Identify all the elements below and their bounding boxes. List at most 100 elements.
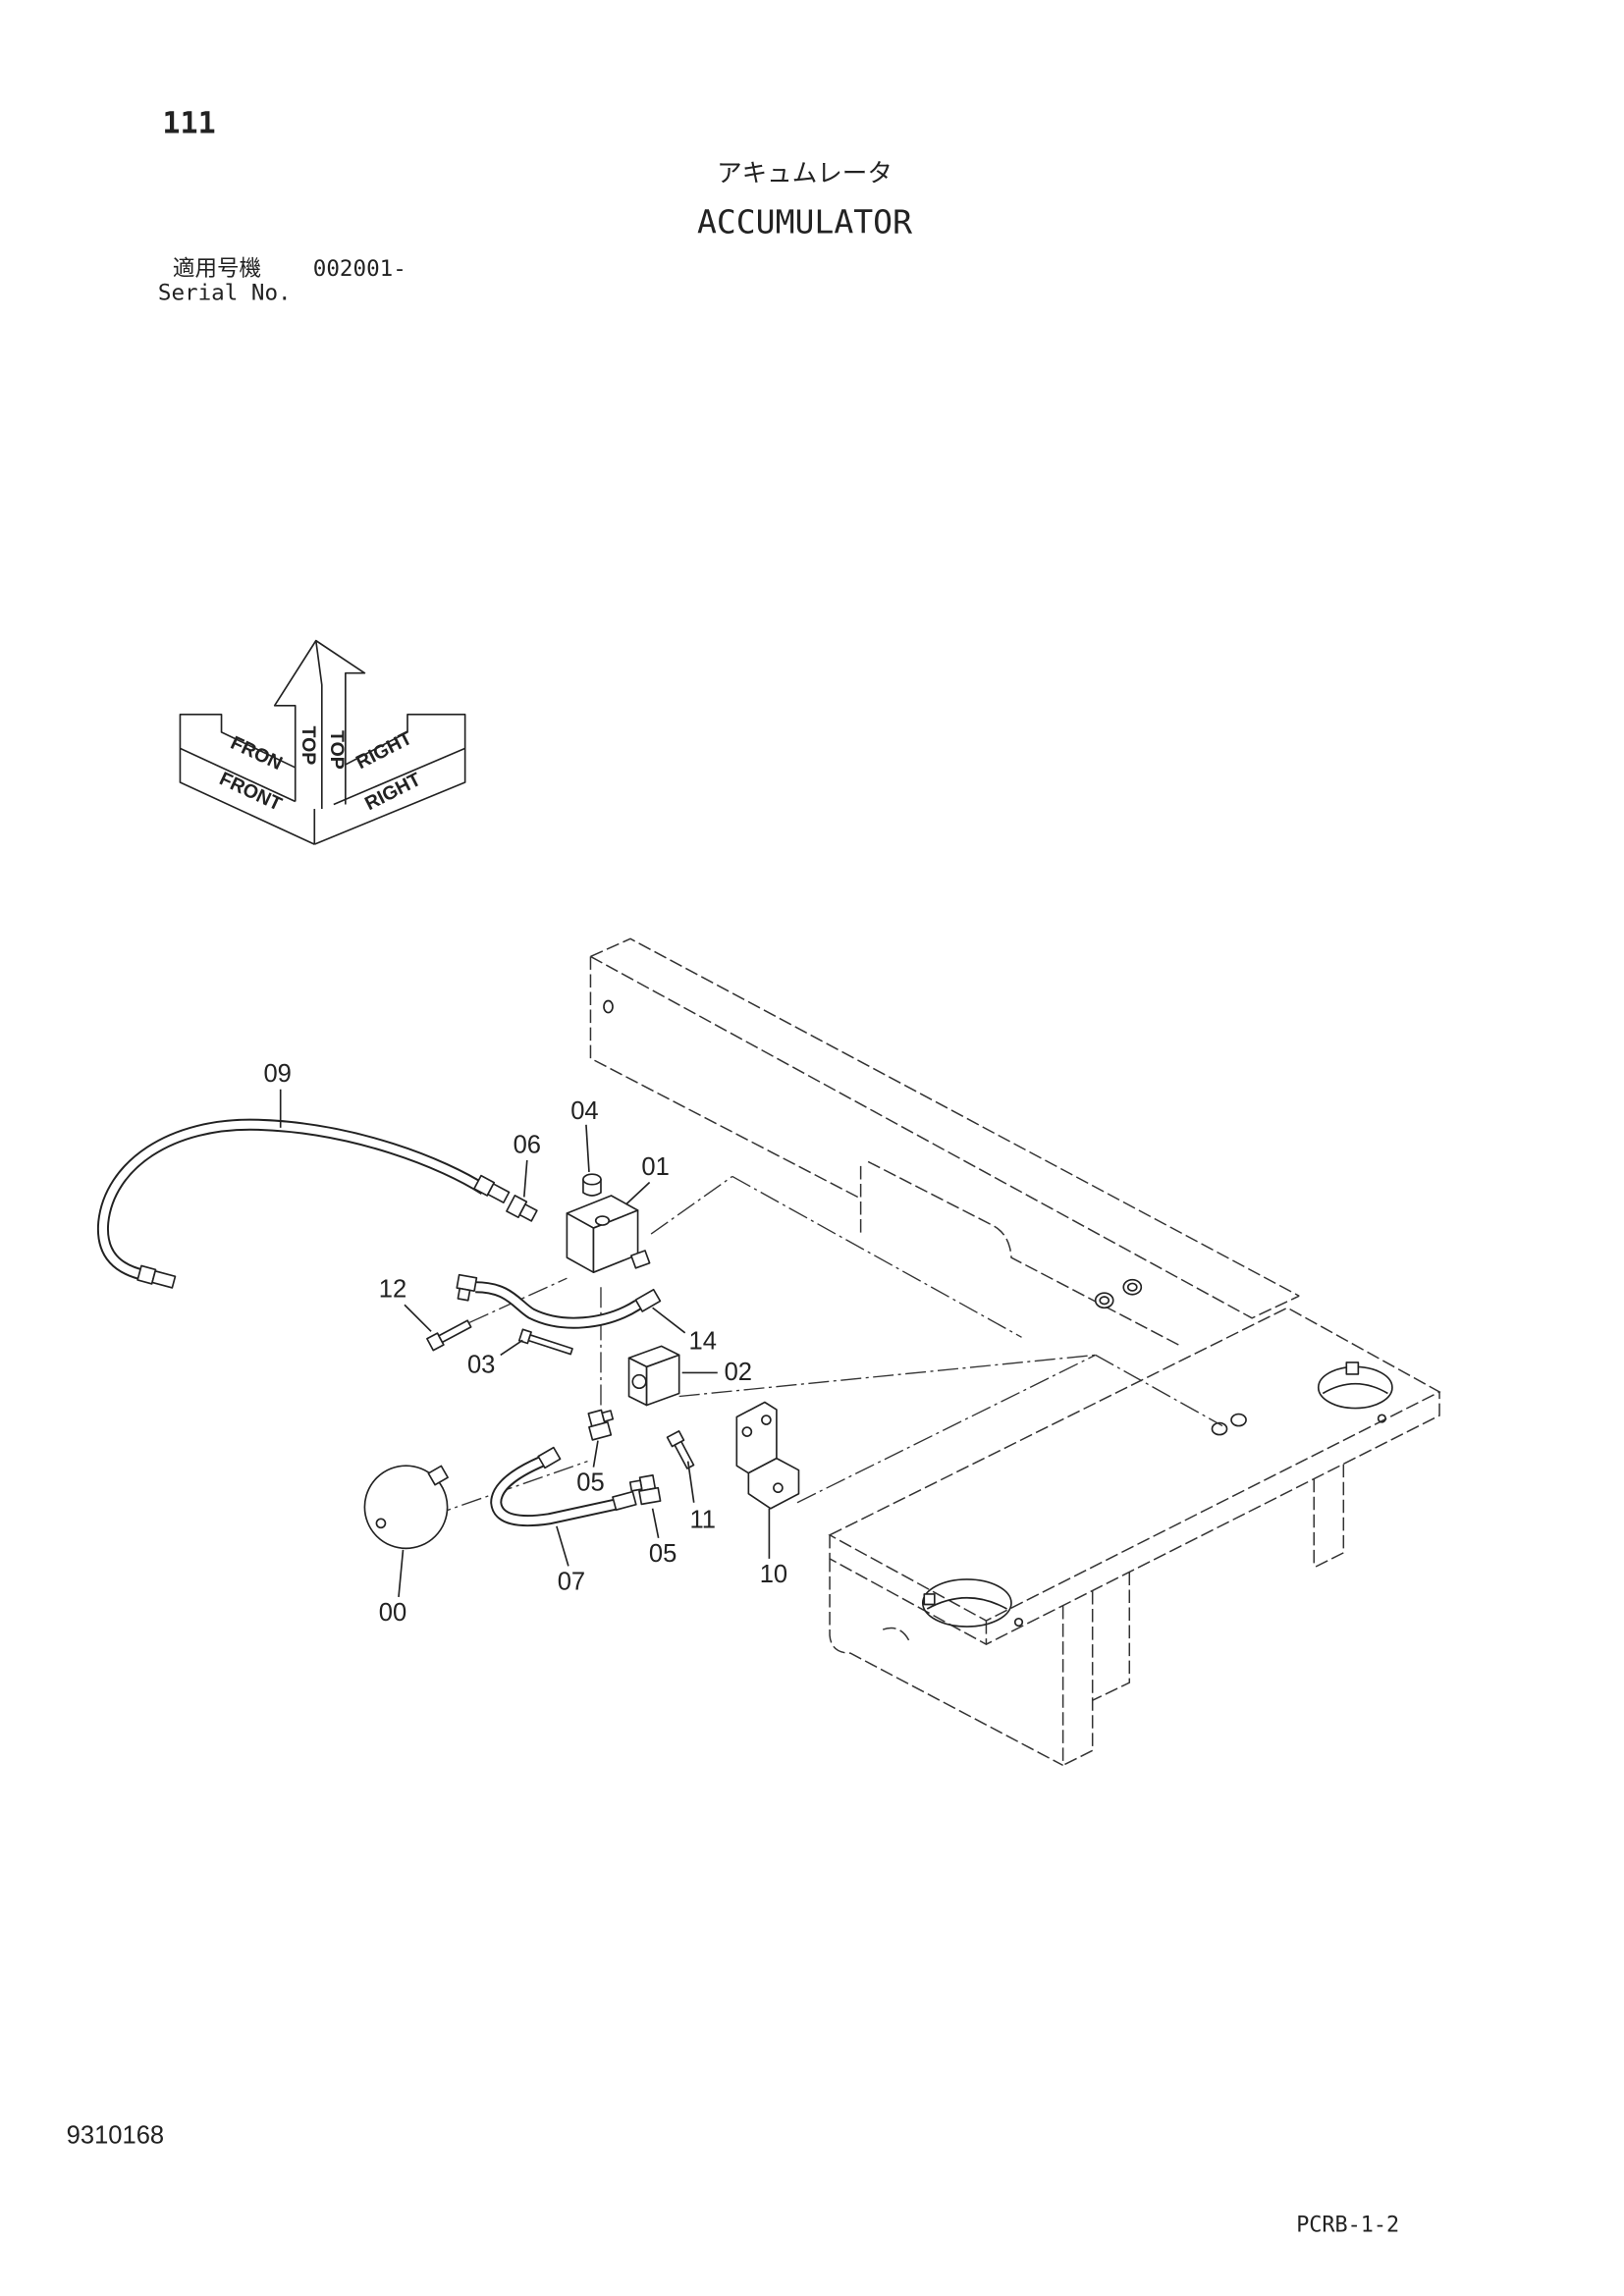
leader-07 <box>556 1525 569 1567</box>
beam-top-back-edge <box>590 937 1300 1297</box>
callout-14: 14 <box>689 1327 717 1355</box>
mounting-nuts <box>1211 1413 1247 1436</box>
elbow-nut <box>638 1486 662 1506</box>
bolt-shank <box>674 1440 695 1469</box>
accumulator-00 <box>363 1465 449 1550</box>
frame-plate <box>828 1307 1441 1767</box>
hose-fitting <box>634 1288 662 1312</box>
block-fitting <box>630 1250 651 1269</box>
beam-bushing <box>1094 1292 1114 1309</box>
plug-04 <box>582 1173 602 1197</box>
hole-slot <box>1345 1362 1360 1375</box>
block-port <box>594 1215 611 1226</box>
plate-rib <box>1062 1590 1094 1767</box>
callout-04: 04 <box>570 1097 598 1125</box>
hose-core <box>98 1120 487 1280</box>
accumulator-sphere <box>363 1465 449 1550</box>
callout-07: 07 <box>558 1568 585 1595</box>
fitting-body <box>630 1250 651 1269</box>
center-line <box>796 1354 1096 1504</box>
right-arrow-outline <box>313 713 466 845</box>
top-arrow-fold <box>314 640 323 810</box>
elbow-port <box>628 1479 643 1492</box>
adapter-body <box>518 1203 538 1222</box>
plate-side-wall <box>829 1558 1063 1767</box>
leader-05-lower <box>651 1508 660 1538</box>
page-code: PCRB-1-2 <box>1296 2214 1399 2238</box>
callout-05-lower: 05 <box>649 1540 677 1568</box>
plate-small-hole <box>1013 1617 1024 1628</box>
hole-inner-arc <box>926 1596 1007 1610</box>
front-label-upper: FRON <box>227 732 285 774</box>
leader-06 <box>522 1159 528 1198</box>
callout-05-upper: 05 <box>576 1469 604 1497</box>
fitting-nut <box>537 1446 562 1469</box>
hole-slot <box>923 1593 936 1606</box>
plate-front-edge <box>829 1391 1440 1645</box>
fitting-body <box>151 1270 177 1289</box>
bushing-outer <box>1122 1278 1143 1296</box>
callout-12: 12 <box>379 1276 406 1304</box>
block-02 <box>627 1345 680 1407</box>
callout-10: 10 <box>760 1561 787 1588</box>
top-arrow-outline <box>273 639 366 805</box>
leader-14 <box>652 1307 686 1334</box>
block-port <box>631 1373 647 1390</box>
fitting-port <box>457 1287 471 1302</box>
hose-fitting <box>537 1446 562 1469</box>
top-label-right: TOP <box>326 730 348 770</box>
beam-bottom-edge <box>589 956 861 1200</box>
callout-01: 01 <box>641 1153 669 1181</box>
fitting-nut <box>612 1490 637 1511</box>
center-line <box>731 1175 1022 1338</box>
leader-00 <box>398 1549 405 1598</box>
right-label-upper: RIGHT <box>352 727 415 774</box>
plate-hole-left <box>921 1578 1012 1628</box>
leader-03 <box>500 1339 523 1357</box>
bushing-inner <box>1099 1296 1110 1306</box>
block-01 <box>566 1195 651 1274</box>
elbow-port <box>601 1410 615 1422</box>
drawing-number: 9310168 <box>67 2121 164 2149</box>
bushing-inner <box>1126 1282 1138 1292</box>
plate-top-surface <box>828 1307 1441 1622</box>
hose-07 <box>490 1446 637 1527</box>
title-english: ACCUMULATOR <box>697 203 912 241</box>
bolt-11 <box>666 1430 695 1469</box>
leader-05-upper <box>592 1440 599 1468</box>
adapter-06 <box>506 1195 538 1222</box>
hole-rim <box>921 1578 1012 1628</box>
hose-fitting <box>612 1490 637 1511</box>
beam-lower-edge <box>867 1160 1182 1348</box>
callout-11: 11 <box>689 1506 716 1533</box>
beam-pin <box>603 999 614 1014</box>
callout-00: 00 <box>379 1599 406 1627</box>
bracket-hole <box>741 1426 753 1437</box>
block-side-face <box>645 1354 680 1407</box>
right-label-lower: RIGHT <box>361 769 424 815</box>
page-number: 111 <box>162 106 215 140</box>
elbow-05-upper <box>587 1409 615 1441</box>
accumulator-port <box>427 1465 449 1486</box>
plug-top <box>582 1173 602 1186</box>
serial-label-english: Serial No. <box>158 280 292 305</box>
hose-14 <box>456 1273 662 1329</box>
frame-beam <box>589 937 1300 1348</box>
bracket-hole <box>761 1415 772 1425</box>
header: 111 アキュムレータ ACCUMULATOR 適用号機 002001- Ser… <box>158 106 912 305</box>
callout-03: 03 <box>467 1351 495 1378</box>
plate-small-hole <box>1377 1414 1386 1423</box>
center-line <box>1095 1354 1223 1427</box>
serial-value: 002001- <box>313 256 406 282</box>
callout-labels: 09 04 06 01 12 14 03 02 05 11 05 07 10 0… <box>263 1060 787 1627</box>
bracket-10 <box>735 1401 800 1510</box>
right-arrow-fold <box>333 747 465 806</box>
footer: 9310168 PCRB-1-2 <box>67 2121 1400 2237</box>
hose-core <box>492 1454 619 1525</box>
plate-rib <box>1313 1464 1345 1569</box>
nut <box>1211 1421 1228 1436</box>
center-line <box>650 1175 733 1235</box>
bracket-flange <box>747 1457 800 1510</box>
hose-core <box>475 1283 640 1327</box>
